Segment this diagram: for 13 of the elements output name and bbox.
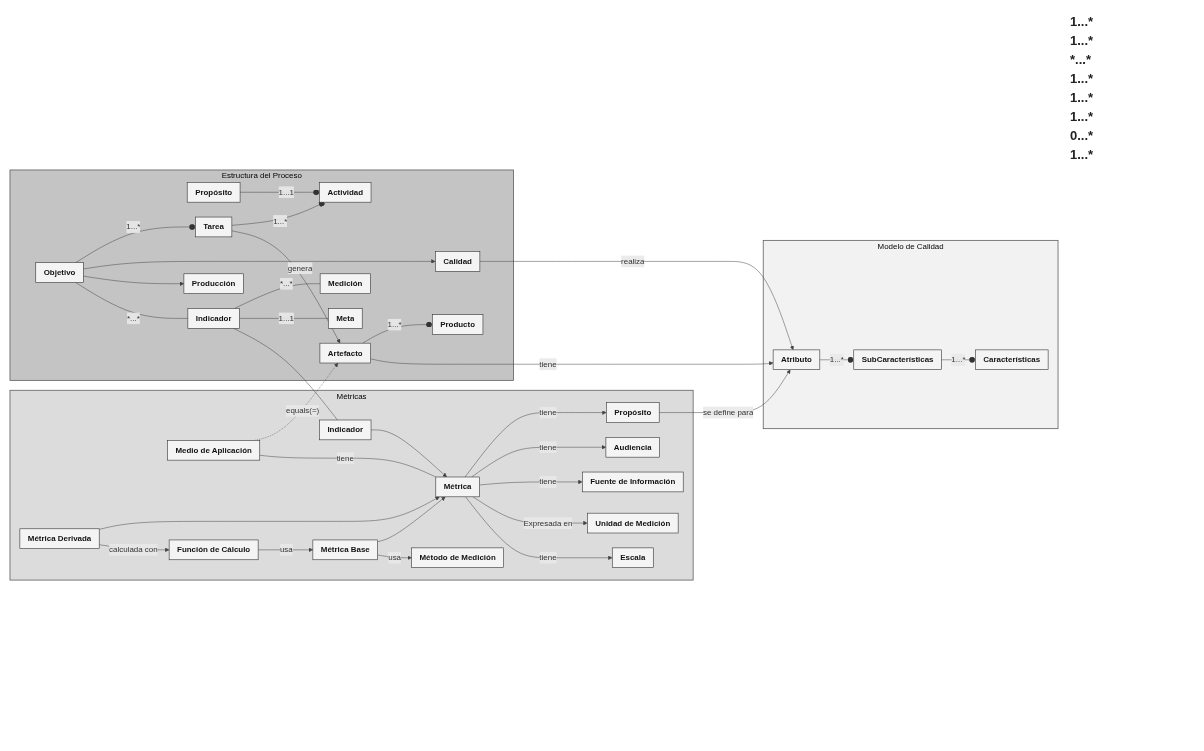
- multiplicity-label: 0...*: [1070, 128, 1095, 143]
- connector: [233, 328, 338, 421]
- multiplicity-label: 1...*: [1070, 147, 1095, 162]
- connector: [75, 282, 189, 320]
- connector: [239, 318, 329, 320]
- multiplicity-label: *...*: [1070, 52, 1092, 67]
- multiplicity-label: 1...*: [1070, 33, 1095, 48]
- multiplicity-label: 1...*: [1070, 14, 1095, 29]
- connector: [259, 455, 437, 478]
- multiplicity-label: 1...*: [1070, 71, 1095, 86]
- connector: [234, 283, 321, 310]
- multiplicity-label: 1...*: [1070, 90, 1095, 105]
- multiplicity-label: 1...*: [1070, 109, 1095, 124]
